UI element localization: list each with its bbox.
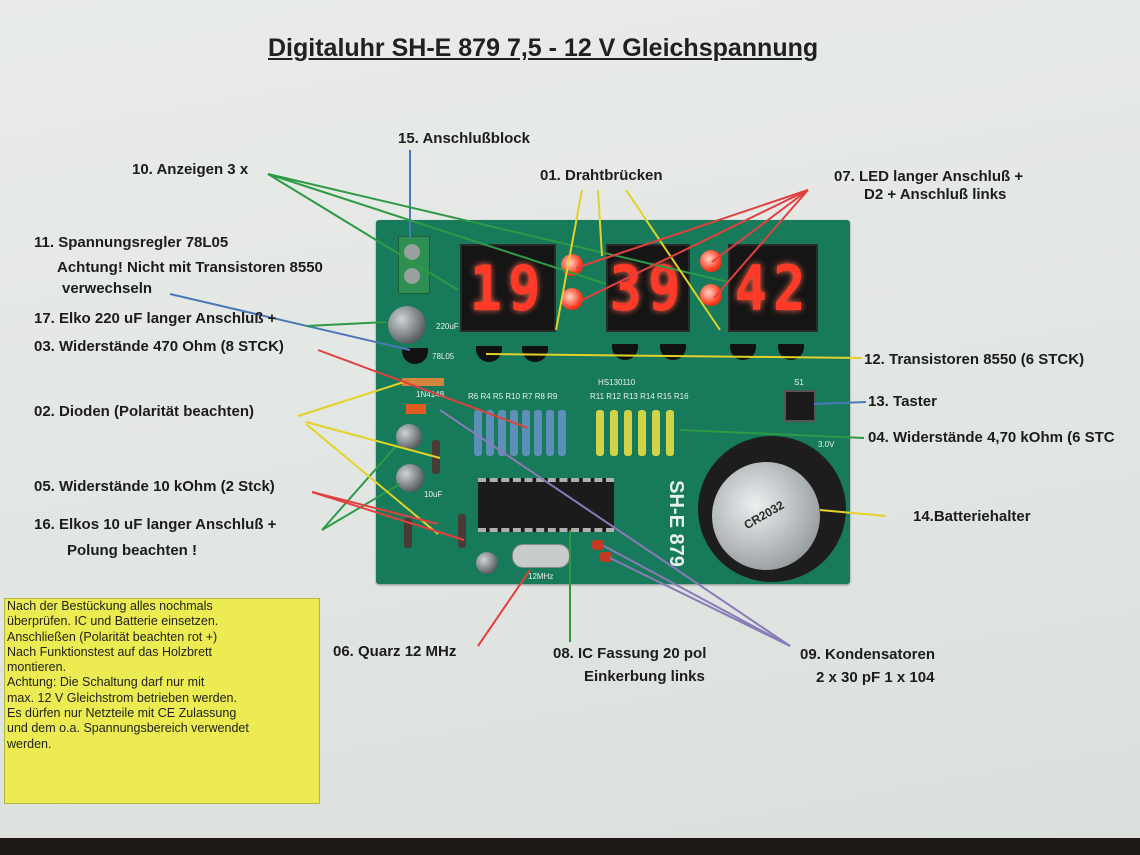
label-res47k: 04. Widerstände 4,70 kOhm (6 STC xyxy=(868,429,1115,446)
note-line: max. 12 V Gleichstrom betrieben werden. xyxy=(7,690,237,705)
display-seconds-digits: 42 xyxy=(734,251,812,325)
label-led-2: D2 + Anschluß links xyxy=(864,186,1007,203)
label-regler-2: Achtung! Nicht mit Transistoren 8550 xyxy=(57,259,323,276)
label-res10k: 05. Widerstände 10 kOhm (2 Stck) xyxy=(34,478,275,495)
note-line: überprüfen. IC und Batterie einsetzen. xyxy=(7,614,219,629)
terminal-screw-top xyxy=(404,244,420,260)
push-button xyxy=(784,390,816,422)
label-anzeigen: 10. Anzeigen 3 x xyxy=(132,161,249,178)
terminal-screw-bottom xyxy=(404,268,420,284)
resistor-4k7-5 xyxy=(652,410,660,456)
elko-10uf-2 xyxy=(396,464,424,492)
resistor-470-4 xyxy=(510,410,518,456)
resistor-470-5 xyxy=(522,410,530,456)
resistor-10k-3 xyxy=(404,518,412,548)
instruction-note: Nach der Bestückung alles nochmals überp… xyxy=(4,598,320,804)
note-line: Nach der Bestückung alles nochmals xyxy=(7,599,213,613)
resistor-4k7-1 xyxy=(596,410,604,456)
label-anschlussblock: 15. Anschlußblock xyxy=(398,130,530,147)
elko-220uf xyxy=(388,306,426,344)
led-d1-top xyxy=(561,254,583,276)
resistor-4k7-3 xyxy=(624,410,632,456)
page-title: Digitaluhr SH-E 879 7,5 - 12 V Gleichspa… xyxy=(268,34,819,62)
note-line: werden. xyxy=(7,736,52,751)
resistor-470-6 xyxy=(534,410,542,456)
cap-30pf-1 xyxy=(592,540,604,550)
label-led-1: 07. LED langer Anschluß + xyxy=(834,168,1024,185)
label-drahtbruecken: 01. Drahtbrücken xyxy=(540,167,663,184)
label-kondensatoren-1: 09. Kondensatoren xyxy=(800,646,936,663)
resistor-4k7-4 xyxy=(638,410,646,456)
silk-s1: S1 xyxy=(794,378,804,387)
label-taster: 13. Taster xyxy=(868,393,937,410)
silk-12mhz: 12MHz xyxy=(528,572,554,581)
label-ic-1: 08. IC Fassung 20 pol xyxy=(553,645,707,662)
display-seconds: 42 xyxy=(728,244,818,332)
label-res470: 03. Widerstände 470 Ohm (8 STCK) xyxy=(34,338,284,355)
diode-2 xyxy=(406,404,426,414)
crystal xyxy=(512,544,570,568)
silk-res-left: R6 R4 R5 R10 R7 R8 R9 xyxy=(468,392,558,401)
resistor-10k-1 xyxy=(432,440,440,474)
display-hours: 19 xyxy=(460,244,556,332)
elko-c3 xyxy=(476,552,498,574)
label-transistoren: 12. Transistoren 8550 (6 STCK) xyxy=(864,351,1085,368)
led-d1-bottom xyxy=(561,288,583,310)
display-hours-digits: 19 xyxy=(469,251,547,325)
resistor-470-3 xyxy=(498,410,506,456)
label-regler-3: verwechseln xyxy=(62,280,153,297)
resistor-4k7-6 xyxy=(666,410,674,456)
ic-socket xyxy=(478,478,614,532)
silk-1n4148: 1N4148 xyxy=(416,390,445,399)
resistor-470-7 xyxy=(546,410,554,456)
note-line: Achtung: Die Schaltung darf nur mit xyxy=(7,675,205,690)
label-elko220: 17. Elko 220 uF langer Anschluß + xyxy=(34,310,277,327)
led-d2-top xyxy=(700,250,722,272)
resistor-470-8 xyxy=(558,410,566,456)
resistor-470-2 xyxy=(486,410,494,456)
resistor-470-1 xyxy=(474,410,482,456)
resistor-10k-2 xyxy=(458,514,466,548)
label-elkos-2: Polung beachten ! xyxy=(67,542,198,559)
silk-78l05: 78L05 xyxy=(432,352,455,361)
table-edge xyxy=(0,838,1140,855)
note-line: und dem o.a. Spannungsbereich verwendet xyxy=(7,721,249,736)
resistor-4k7-2 xyxy=(610,410,618,456)
note-line: Nach Funktionstest auf das Holzbrett xyxy=(7,644,212,659)
cap-30pf-2 xyxy=(600,552,612,562)
label-batteriehalter: 14.Batteriehalter xyxy=(913,508,1031,525)
silk-220uf: 220uF xyxy=(436,322,459,331)
display-minutes-digits: 39 xyxy=(609,251,687,325)
silk-3v: 3.0V xyxy=(818,440,835,449)
label-dioden: 02. Dioden (Polarität beachten) xyxy=(34,403,255,420)
silk-10uf: 10uF xyxy=(424,490,443,499)
label-elkos-1: 16. Elkos 10 uF langer Anschluß + xyxy=(34,516,277,533)
label-ic-2: Einkerbung links xyxy=(584,668,705,685)
diode-1 xyxy=(402,378,444,386)
note-line: montieren. xyxy=(7,660,67,675)
label-kondensatoren-2: 2 x 30 pF 1 x 104 xyxy=(816,669,935,686)
silk-hs-number: HS130110 xyxy=(598,378,636,387)
silk-res-right: R11 R12 R13 R14 R15 R16 xyxy=(590,392,689,401)
display-minutes: 39 xyxy=(606,244,690,332)
label-quarz: 06. Quarz 12 MHz xyxy=(333,643,457,660)
elko-10uf-1 xyxy=(396,424,422,450)
note-line: Anschließen (Polarität beachten rot +) xyxy=(7,629,218,644)
silk-model: SH-E 879 xyxy=(664,480,687,567)
label-regler-1: 11. Spannungsregler 78L05 xyxy=(34,234,229,251)
note-line: Es dürfen nur Netzteile mit CE Zulassung xyxy=(7,706,237,721)
led-d2-bottom xyxy=(700,284,722,306)
